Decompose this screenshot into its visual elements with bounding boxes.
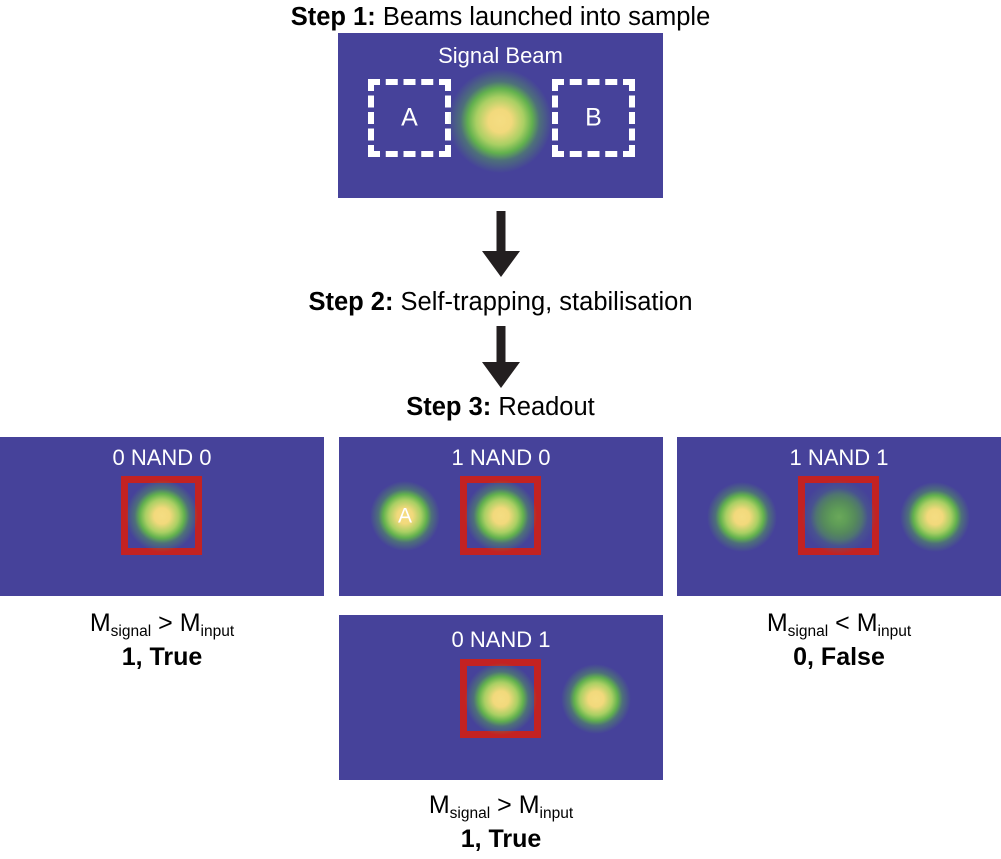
readout-spot-center: [802, 480, 876, 554]
readout-spot-left: A: [370, 481, 440, 551]
readout-panel-title: 1 NAND 1: [789, 445, 889, 470]
input-region-b-label: B: [585, 103, 602, 132]
readout-spot-right: [561, 664, 631, 734]
readout-panel-0-nand-1: 0 NAND 1: [339, 615, 663, 780]
readout-panel-1-nand-1: 1 NAND 1: [677, 437, 1001, 596]
step-3-text: Readout: [491, 393, 595, 421]
readout-spot-center: [465, 480, 537, 552]
step-2-heading: Step 2: Self-trapping, stabilisation: [0, 287, 1001, 317]
readout-panel-1-nand-0: 1 NAND 0 A: [339, 437, 663, 596]
caption-verdict: 1, True: [460, 825, 542, 853]
readout-panel-title: 1 NAND 0: [451, 445, 551, 470]
readout-spot-right: [900, 482, 970, 552]
step-1-heading: Step 1: Beams launched into sample: [0, 2, 1001, 32]
caption-0-nand-1: Msignal > Minput 1, True: [339, 790, 663, 855]
arrow-step1-to-step2: [481, 211, 521, 277]
input-region-a: A: [368, 79, 451, 157]
signal-beam-spot: [448, 69, 552, 173]
caption-1-nand-1: Msignal < Minput 0, False: [677, 608, 1001, 673]
arrow-shaft: [496, 211, 505, 253]
readout-spot-center: [126, 480, 198, 552]
readout-panel-title: 0 NAND 1: [451, 627, 551, 652]
step-1-text: Beams launched into sample: [375, 3, 711, 31]
arrow-shaft: [496, 326, 505, 364]
caption-verdict: 1, True: [121, 643, 203, 671]
step-1-label: Step 1:: [290, 3, 376, 31]
readout-panel-0-nand-0: 0 NAND 0: [0, 437, 324, 596]
readout-spot-left: [707, 482, 777, 552]
arrow-step2-to-step3: [481, 326, 521, 388]
caption-verdict: 0, False: [793, 643, 885, 671]
input-region-b: B: [552, 79, 635, 157]
step-2-text: Self-trapping, stabilisation: [393, 288, 693, 316]
input-region-a-label: A: [401, 103, 418, 132]
caption-expression: Msignal > Minput: [428, 791, 574, 822]
readout-spot-left-label: A: [397, 504, 413, 528]
signal-beam-label: Signal Beam: [438, 43, 563, 68]
caption-0-nand-0: Msignal > Minput 1, True: [0, 608, 324, 673]
caption-expression: Msignal > Minput: [89, 609, 235, 640]
readout-panel-title: 0 NAND 0: [112, 445, 212, 470]
arrow-head: [481, 251, 520, 277]
arrow-head: [481, 362, 520, 388]
readout-spot-center: [465, 663, 537, 735]
caption-expression: Msignal < Minput: [766, 609, 912, 640]
step1-sample-panel: Signal Beam A B: [338, 33, 663, 198]
step-3-heading: Step 3: Readout: [0, 392, 1001, 422]
step-3-label: Step 3:: [406, 393, 492, 421]
step-2-label: Step 2:: [308, 288, 394, 316]
